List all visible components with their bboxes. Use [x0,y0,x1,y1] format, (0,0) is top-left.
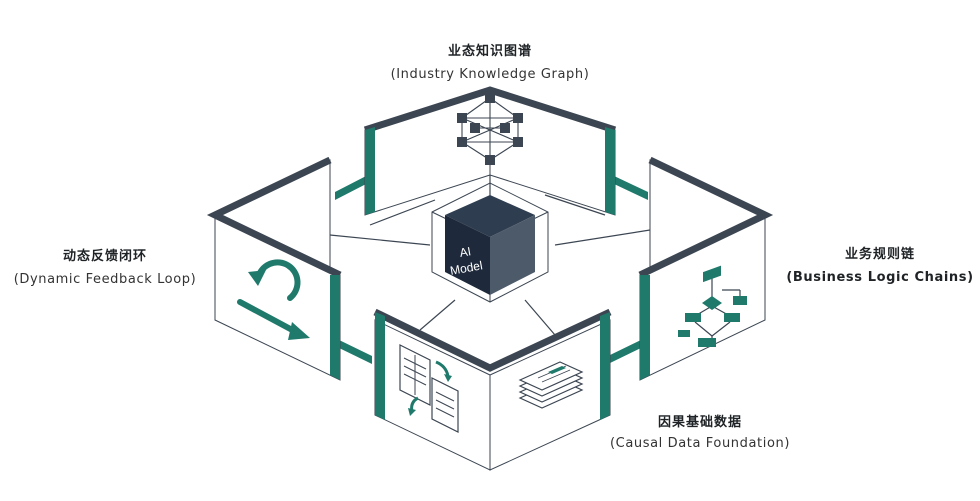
module-bottom-label: 因果基础数据 (Causal Data Foundation) [600,411,800,451]
right-panel-edge [640,275,650,380]
cube-side-face [490,215,535,295]
data-stack-icon [518,361,584,409]
module-right-label: 业务规则链 (Business Logic Chains) [780,243,980,285]
right-panel-frame [638,156,774,279]
module-bottom-title-en: (Causal Data Foundation) [609,436,791,451]
connector-lines [329,160,651,336]
module-top-title-zh: 业态知识图谱 [447,44,532,59]
connector-top-left [369,199,436,226]
spreadsheet-docs-icon [399,344,459,433]
cube-top-face [445,195,535,237]
module-top-title-en: (Industry Knowledge Graph) [390,67,590,82]
connector-left [329,234,431,246]
left-panel-edge [330,275,340,380]
connector-bottom-left [419,299,456,331]
bottom-panel-edge-left [375,312,385,420]
bottom-panel-frame [373,308,612,372]
left-panel-frame [206,156,342,279]
connector-bottom-right [524,299,556,336]
ai-model-cube: AI Model [431,182,549,303]
module-bottom-panel [373,308,612,471]
module-right-title-en: (Business Logic Chains) [786,270,974,285]
top-panel-edge-left [365,127,375,215]
module-bottom-title-zh: 因果基础数据 [657,415,742,430]
cube-label-line1: AI [459,244,473,260]
teal-bar-bottom-right [608,338,645,364]
connector-right [554,229,651,246]
module-left-title-en: (Dynamic Feedback Loop) [13,272,197,287]
module-top-panel [363,86,617,216]
teal-connector-bars [335,175,648,364]
module-left-panel [206,156,342,381]
module-left-title-zh: 动态反馈闭环 [62,249,147,264]
top-panel-frame [363,86,617,134]
module-top-label: 业态知识图谱 (Industry Knowledge Graph) [360,40,620,82]
cycle-arrows-icon [237,259,310,340]
teal-bar-bottom-left [335,338,372,364]
top-panel-edge-right [605,127,615,215]
teal-bar-top-left [335,175,368,200]
cube-front-face [445,215,490,295]
module-right-title-zh: 业务规则链 [844,247,915,262]
knowledge-graph-icon [457,93,523,165]
flowchart-icon [678,265,747,347]
connector-top-right [544,194,606,216]
bottom-panel-edge-right [600,312,610,420]
cube-label-line2: Model [449,258,484,277]
teal-bar-top-right [612,175,648,200]
module-right-panel [638,156,774,381]
module-left-label: 动态反馈闭环 (Dynamic Feedback Loop) [0,245,210,287]
